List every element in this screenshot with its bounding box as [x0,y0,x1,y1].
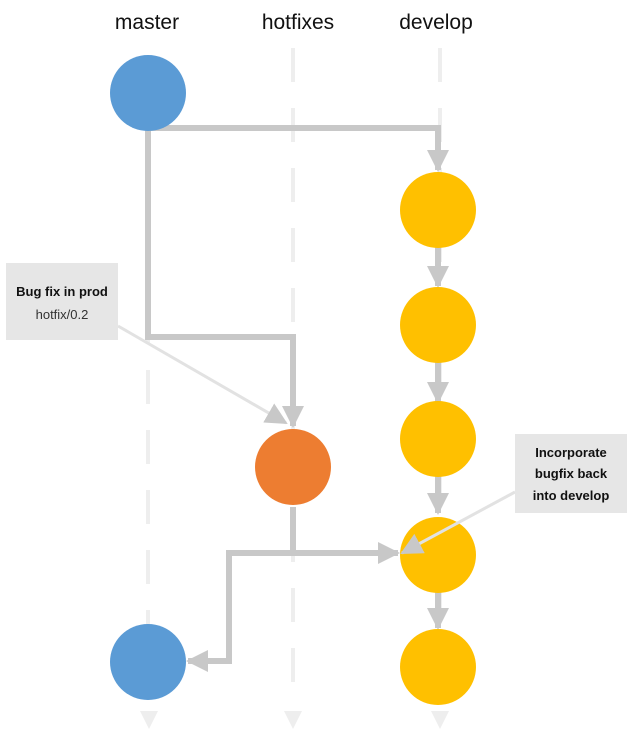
hotfix-callout: Bug fix in prod hotfix/0.2 [6,263,118,340]
incorporate-callout-box [515,434,627,513]
master-lane-title: master [115,11,179,34]
connectors [145,125,449,672]
commits [110,55,476,705]
develop-lane-end-arrow [431,711,449,729]
incorporate-callout-line-2: bugfix back [535,466,608,481]
hotfixes-lane-end-arrow [284,711,302,729]
hotfix-callout-box [6,263,118,340]
hotfix-callout-title: Bug fix in prod [16,284,108,299]
hotfix-to-develop-connector [290,507,400,564]
incorporate-callout-line-3: into develop [533,488,610,503]
master-to-hotfix-connector [145,130,304,428]
hotfix-callout-leader [117,324,288,425]
lane-end-arrows [140,711,449,729]
hotfix-commit[interactable] [255,429,331,505]
master-commit-1[interactable] [110,55,186,131]
incorporate-callout-line-1: Incorporate [535,445,607,460]
callout-leaders [117,324,516,555]
develop-commit-5[interactable] [400,629,476,705]
hotfix-to-master-connector [186,550,293,672]
develop-commit-1[interactable] [400,172,476,248]
develop-commit-3[interactable] [400,401,476,477]
master-commit-2[interactable] [110,624,186,700]
develop-commit-2[interactable] [400,287,476,363]
develop-commit-4[interactable] [400,517,476,593]
incorporate-callout: Incorporate bugfix back into develop [515,434,627,513]
incorporate-callout-leader [400,490,516,555]
hotfix-callout-branch: hotfix/0.2 [36,307,89,322]
master-lane-end-arrow [140,711,158,729]
develop-lane-title: develop [399,11,473,34]
master-to-develop-connector [148,125,449,172]
hotfixes-lane-title: hotfixes [262,11,334,34]
